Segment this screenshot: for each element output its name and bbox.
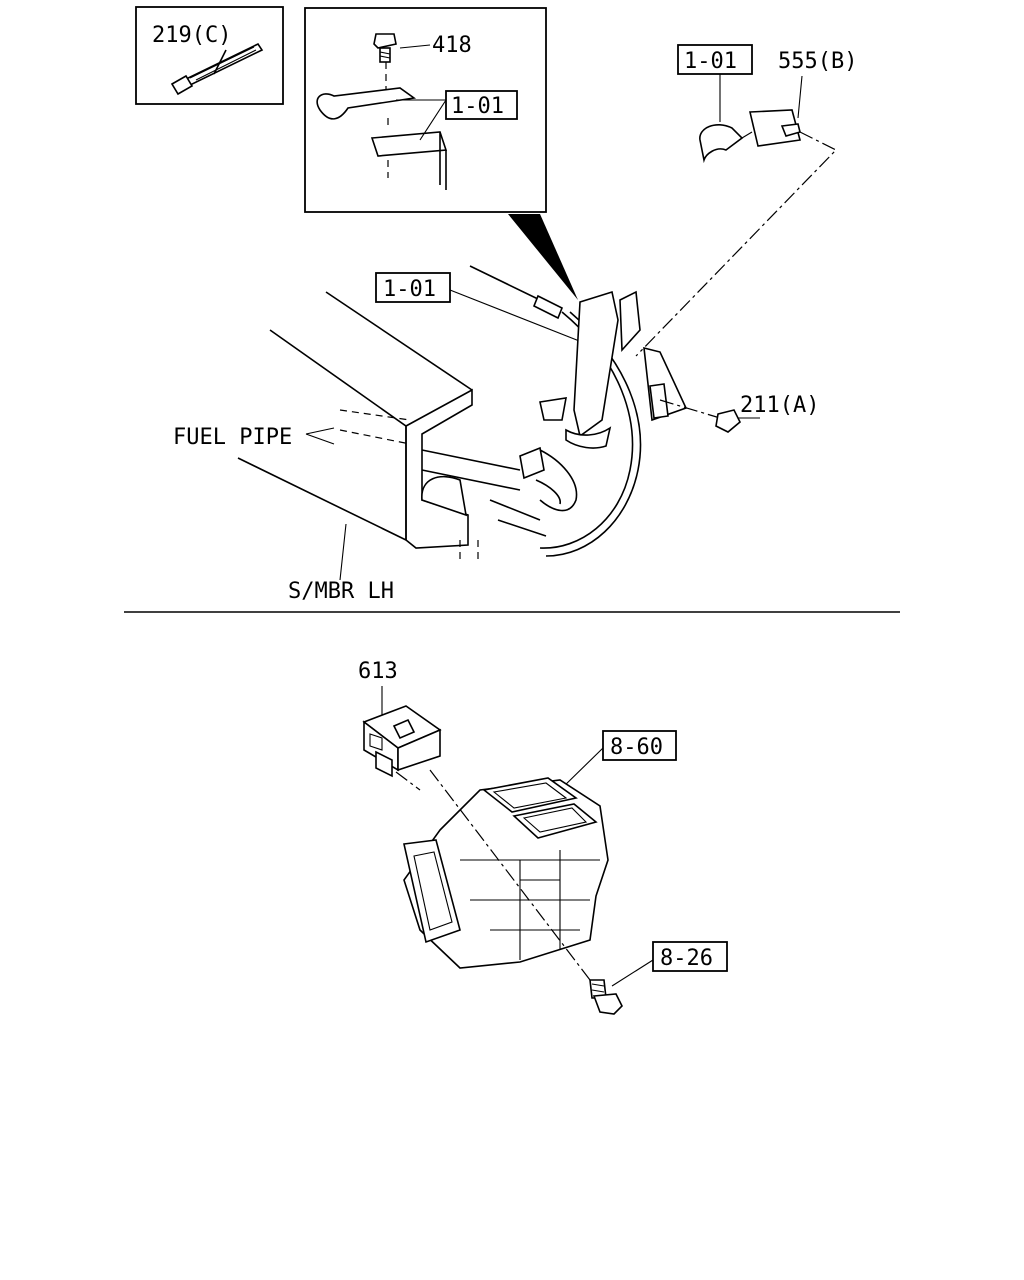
label-555b: 555(B) — [778, 49, 857, 74]
bolt-418-icon — [373, 33, 397, 63]
control-module-613-icon — [362, 705, 442, 778]
label-219c: 219(C) — [152, 23, 231, 48]
label-side-member: S/MBR LH — [288, 579, 394, 604]
ref-box-cable — [375, 272, 451, 303]
cable-tie-icon — [170, 42, 264, 96]
label-ref-top-right: 1-01 — [684, 49, 737, 74]
ref-box-inset — [445, 90, 518, 120]
label-613: 613 — [358, 659, 398, 684]
clamp-bracket-icon — [316, 87, 448, 190]
bolt-8-26-icon — [589, 979, 623, 1015]
ref-box-top-right — [677, 44, 753, 75]
ref-box-bolt — [652, 941, 728, 972]
cable-tie-inset: 219(C) — [135, 6, 284, 105]
nut-211a-icon — [715, 409, 741, 433]
alignment-lines — [395, 769, 591, 981]
bracket-detail-inset: 418 1-01 — [304, 7, 578, 300]
label-211a: 211(A) — [740, 393, 819, 418]
fuel-pipe-lines — [421, 449, 547, 537]
side-member-lh — [237, 291, 473, 549]
ref-box-heater — [602, 730, 677, 761]
clip-1-01-icon — [699, 124, 744, 164]
clip-assembly: 1-01 555(B) — [635, 44, 857, 357]
bracket-555b-icon — [749, 109, 802, 147]
label-418: 418 — [432, 33, 472, 58]
label-ref-cable: 1-01 — [383, 277, 436, 302]
heater-unit-icon — [403, 777, 609, 969]
label-ref-bolt: 8-26 — [660, 946, 713, 971]
label-ref-inset: 1-01 — [451, 94, 504, 119]
label-fuel-pipe: FUEL PIPE — [173, 425, 292, 450]
callout-pointer — [508, 214, 578, 300]
label-ref-heater: 8-60 — [610, 735, 663, 760]
cable-bracket-assembly — [469, 265, 721, 557]
